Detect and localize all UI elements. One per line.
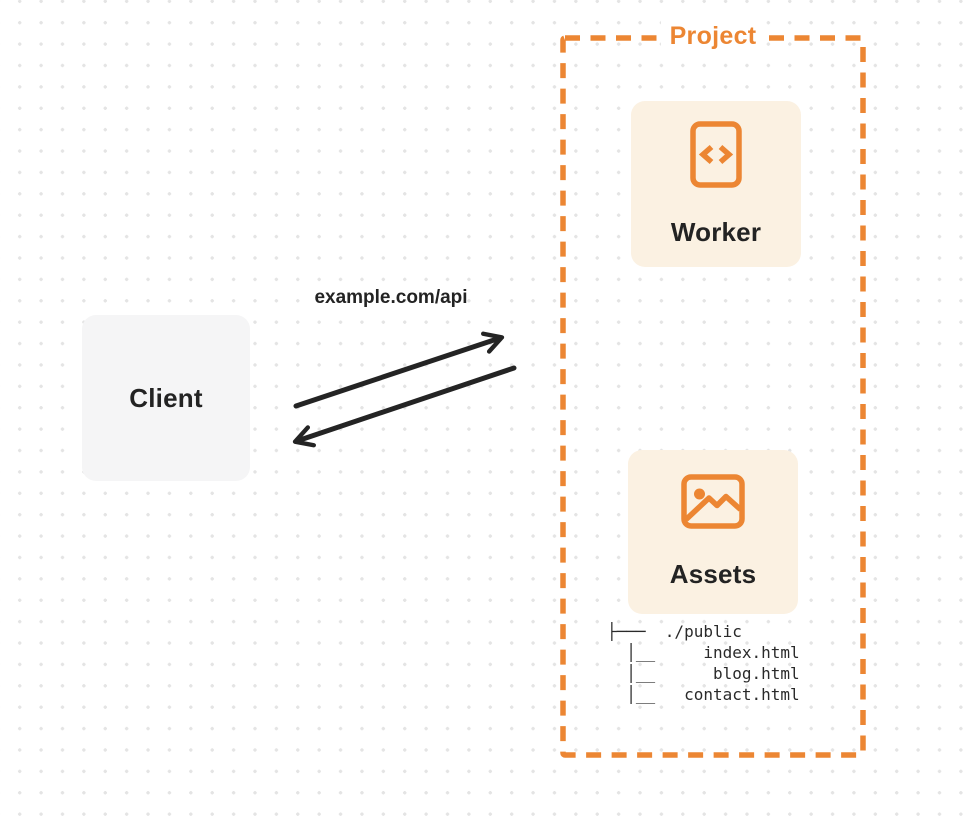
assets-file-tree: ├─── ./public │__ index.html │__ blog.ht… (607, 621, 800, 705)
connection-url-label: example.com/api (314, 287, 468, 308)
response-arrow (292, 365, 517, 448)
file-tree-item-blog: │__ blog.html (607, 664, 800, 683)
assets-node: Assets (628, 450, 798, 614)
request-arrow (293, 331, 505, 409)
project-boundary (560, 35, 866, 758)
client-node-label: Client (129, 382, 203, 413)
file-tree-item-contact: │__ contact.html (607, 685, 800, 704)
file-tree-item-index: │__ index.html (607, 643, 800, 662)
client-node: Client (82, 315, 250, 481)
file-tree-root: ├─── ./public (607, 622, 742, 641)
worker-node-label: Worker (670, 216, 762, 247)
image-icon (681, 474, 745, 529)
worker-node: Worker (631, 101, 801, 267)
assets-node-label: Assets (669, 559, 757, 589)
code-file-icon (690, 120, 742, 188)
